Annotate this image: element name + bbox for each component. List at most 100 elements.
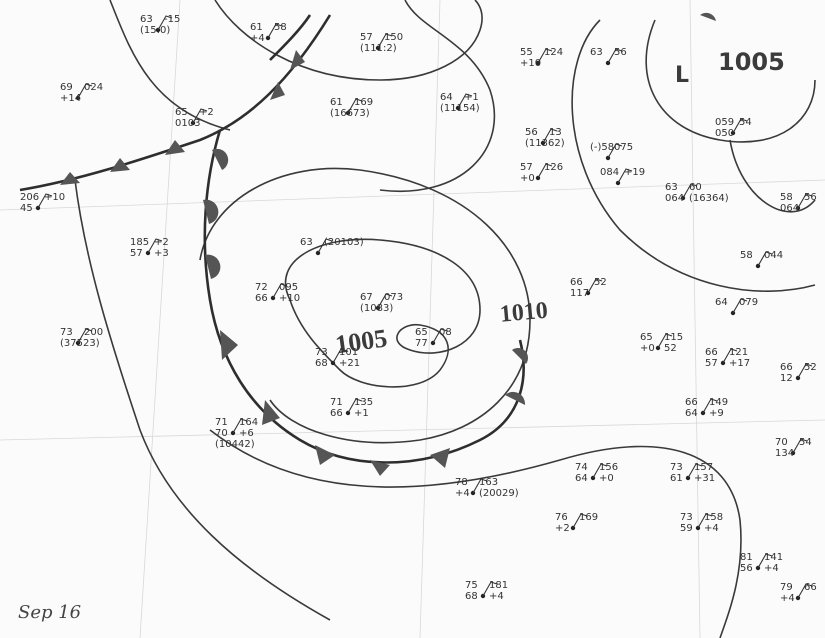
isobar-northwest (109, 0, 231, 131)
station-value: 56 (740, 563, 753, 574)
station-value: 54 (799, 437, 812, 448)
station-value: 52 (804, 362, 817, 373)
wind-barb (317, 238, 333, 254)
station-value: (-)58 (590, 142, 614, 153)
wind-barb (472, 478, 488, 494)
station-value: 073 (384, 292, 403, 303)
station-value: 58 (274, 22, 287, 33)
station-value: 67 (360, 292, 373, 303)
station-value: 57 (520, 162, 533, 173)
station-value: 56 (525, 127, 538, 138)
wind-barb (757, 553, 773, 569)
wind-barb (157, 15, 173, 31)
station-value: +4 (250, 33, 265, 44)
station-value: +2 (199, 107, 214, 118)
wind-barb (192, 108, 208, 124)
isobar-label-1005: 1005 (333, 323, 389, 359)
station-value: +4 (780, 593, 795, 604)
front-marker (60, 172, 80, 185)
wind-barb (77, 83, 93, 99)
station-value: (11362) (525, 138, 565, 149)
station-value: (20103) (324, 237, 364, 248)
station-value: 079 (739, 297, 758, 308)
station-value: +17 (729, 358, 750, 369)
station-value: 56 (804, 192, 817, 203)
front-north-segment (269, 14, 312, 61)
station-plot: 61 58 +4 (250, 22, 287, 44)
station-value: 121 (729, 347, 748, 358)
isobar-east (729, 139, 816, 213)
map-date-label: Sep 16 (18, 602, 81, 623)
station-value: 163 (479, 477, 498, 488)
wind-barb (572, 513, 588, 529)
wind-barb (347, 398, 363, 414)
station-value: (15:0) (140, 25, 170, 36)
station-value: 084 (600, 167, 619, 178)
station-value: +4 (489, 591, 504, 602)
station-value: 134 (775, 448, 794, 459)
station-value: 58 (780, 192, 793, 203)
front-marker (315, 445, 335, 465)
station-value: 73 (680, 512, 693, 523)
station-value: 73 (60, 327, 73, 338)
station-value: +0 (520, 173, 535, 184)
station-value: 024 (84, 82, 103, 93)
station-value: 61 (250, 22, 263, 33)
wind-barb (377, 33, 393, 49)
wind-barb (722, 348, 738, 364)
fronts (19, 12, 716, 476)
station-value: +4 (764, 563, 779, 574)
station-value: 185 (130, 237, 149, 248)
station-value: 45 (20, 203, 33, 214)
station-value: 075 (614, 142, 633, 153)
wind-barb (687, 463, 703, 479)
station-value: 169 (354, 97, 373, 108)
station-plot: 67 073(1083) (360, 292, 403, 314)
station-value: 064 (665, 193, 684, 204)
wind-barb (607, 143, 623, 159)
front-west-of-low (203, 129, 525, 464)
station-value: +31 (694, 473, 715, 484)
station-value: 77 (415, 338, 428, 349)
station-plot: 65+20103 (175, 107, 214, 129)
front-bulge (205, 254, 221, 279)
station-value: (16364) (689, 193, 729, 204)
station-value: 65 (415, 327, 428, 338)
station-value: 66 (330, 408, 343, 419)
station-value: 206 (20, 192, 39, 203)
station-value: 57 (705, 358, 718, 369)
station-value: 064 (780, 203, 799, 214)
station-value: +0 (640, 343, 655, 354)
station-value: 050 (715, 128, 734, 139)
isobar-west (74, 179, 331, 621)
station-value: (1083) (360, 303, 393, 314)
isobar-north-loop (379, 0, 496, 193)
station-value: 81 (740, 552, 753, 563)
station-value: 64 (575, 473, 588, 484)
station-value: (111:2) (360, 43, 397, 54)
front-bulge (212, 148, 229, 170)
station-value: 79 (780, 582, 793, 593)
station-value: 56 (614, 47, 627, 58)
station-value: 75 (465, 580, 478, 591)
station-value: 157 (694, 462, 713, 473)
wind-barb (542, 128, 558, 144)
station-value: (16673) (330, 108, 370, 119)
